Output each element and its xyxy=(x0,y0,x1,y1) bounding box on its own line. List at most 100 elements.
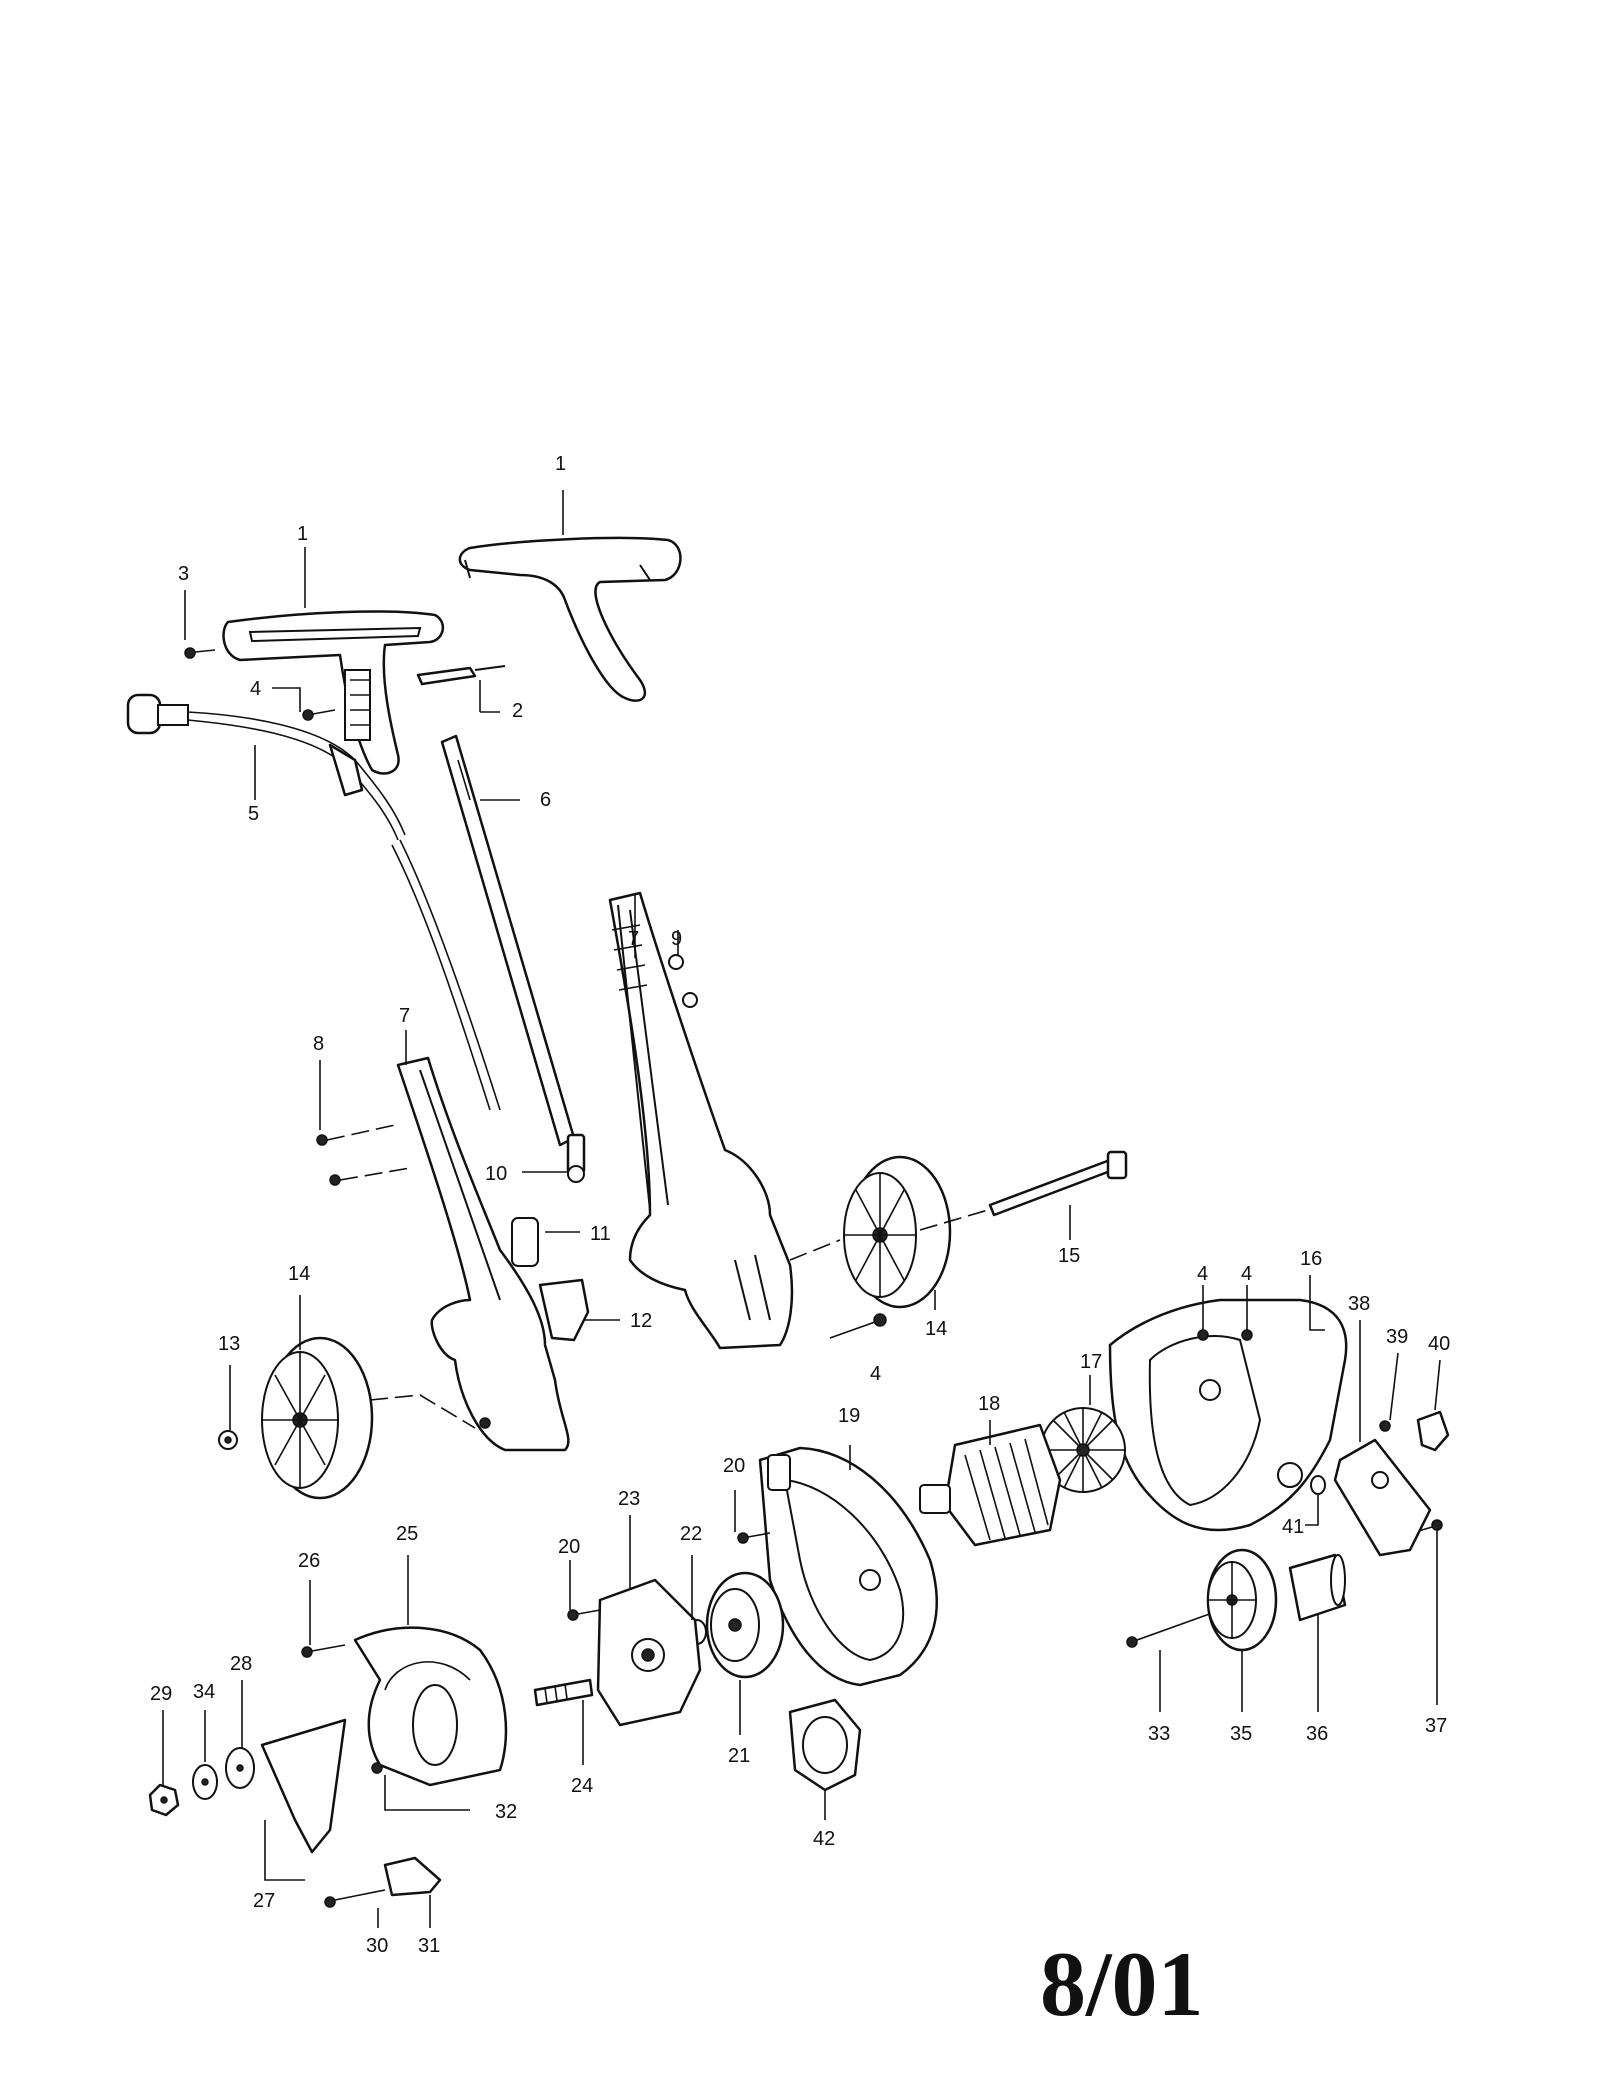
wheel-left-part xyxy=(261,1336,476,1500)
callout-7-left: 7 xyxy=(399,1005,410,1027)
gasket-part xyxy=(788,1698,862,1792)
washer-28-part xyxy=(225,1747,255,1789)
screw-4-part xyxy=(302,709,336,721)
callout-17: 17 xyxy=(1080,1351,1102,1373)
handle-front-part xyxy=(222,610,445,775)
nut-9-part xyxy=(668,954,698,1008)
callout-leaders xyxy=(162,490,1441,1928)
screw-20-lower-part xyxy=(567,1609,601,1621)
knob-40-part xyxy=(1416,1410,1450,1452)
callout-19: 19 xyxy=(838,1405,860,1427)
callout-31: 31 xyxy=(418,1935,440,1957)
callout-7-right: 7 xyxy=(628,928,639,950)
motor-armature-part xyxy=(919,1423,1062,1547)
shaft-part xyxy=(533,1678,594,1707)
screw-4-housing-b-part xyxy=(1241,1329,1253,1341)
bracket-38-part xyxy=(1333,1438,1432,1557)
bolt-8-upper-part xyxy=(316,1124,396,1146)
callout-20-upper: 20 xyxy=(723,1455,745,1477)
latch-part xyxy=(538,1278,590,1342)
callout-4-frame: 4 xyxy=(870,1363,881,1385)
callout-13: 13 xyxy=(218,1333,240,1355)
callout-4-handle: 4 xyxy=(250,678,261,700)
callout-40: 40 xyxy=(1428,1333,1450,1355)
bolt-4-frame-part xyxy=(829,1313,887,1339)
callout-20-lower: 20 xyxy=(558,1536,580,1558)
bolt-33-part xyxy=(1126,1611,1216,1648)
motor-housing-part xyxy=(1108,1298,1348,1532)
right-frame-part xyxy=(608,891,794,1350)
callout-15: 15 xyxy=(1058,1245,1080,1267)
callout-27: 27 xyxy=(253,1890,275,1912)
blade-part xyxy=(260,1718,347,1854)
date-stamp: 8/01 xyxy=(1040,1933,1204,2035)
callout-6: 6 xyxy=(540,789,551,811)
callout-4-housing-b: 4 xyxy=(1241,1263,1252,1285)
callout-4-housing-a: 4 xyxy=(1197,1263,1208,1285)
callout-32: 32 xyxy=(495,1801,517,1823)
callout-37: 37 xyxy=(1425,1715,1447,1737)
callout-25: 25 xyxy=(396,1523,418,1545)
spring-part xyxy=(511,1217,539,1267)
callout-29: 29 xyxy=(150,1683,172,1705)
callout-33: 33 xyxy=(1148,1723,1170,1745)
callout-41: 41 xyxy=(1282,1516,1304,1538)
callout-14-left: 14 xyxy=(288,1263,310,1285)
nut-13-part xyxy=(218,1430,238,1450)
callout-12: 12 xyxy=(630,1310,652,1332)
screw-20-upper-part xyxy=(737,1532,771,1544)
upper-tube-part xyxy=(440,734,576,1147)
callout-26: 26 xyxy=(298,1550,320,1572)
gear-housing-part xyxy=(758,1446,938,1687)
callout-8: 8 xyxy=(313,1033,324,1055)
callout-18: 18 xyxy=(978,1393,1000,1415)
washer-41-part xyxy=(1310,1475,1326,1495)
screw-4-housing-a-part xyxy=(1197,1329,1209,1341)
callout-42: 42 xyxy=(813,1828,835,1850)
callout-24: 24 xyxy=(571,1775,593,1797)
callout-1-front: 1 xyxy=(297,523,308,545)
callout-39: 39 xyxy=(1386,1326,1408,1348)
clip-part xyxy=(566,1133,586,1183)
screw-32-part xyxy=(371,1762,383,1774)
callout-9: 9 xyxy=(671,928,682,950)
callout-14-right: 14 xyxy=(925,1318,947,1340)
callout-11: 11 xyxy=(590,1223,611,1245)
bracket-31-part xyxy=(383,1856,442,1897)
callout-34: 34 xyxy=(193,1681,215,1703)
callout-30: 30 xyxy=(366,1935,388,1957)
callout-21: 21 xyxy=(728,1745,750,1767)
washer-34-part xyxy=(192,1764,218,1800)
axle-part xyxy=(919,1150,1128,1231)
callout-38: 38 xyxy=(1348,1293,1370,1315)
gear-cover-part xyxy=(596,1578,702,1727)
bolt-8-lower-part xyxy=(329,1167,411,1186)
handle-top-part xyxy=(458,536,682,702)
rear-wheel-part xyxy=(1206,1548,1278,1652)
screw-3-part xyxy=(184,647,216,659)
switch-part xyxy=(416,665,506,686)
callout-numbers: 1 1 2 3 4 4 4 4 5 6 7 7 8 9 10 11 12 13 … xyxy=(150,453,1450,1957)
nut-29-part xyxy=(148,1783,180,1817)
callout-16: 16 xyxy=(1300,1248,1322,1270)
callout-35: 35 xyxy=(1230,1723,1252,1745)
wheel-right-part xyxy=(789,1155,952,1309)
screw-26-part xyxy=(301,1644,346,1658)
callout-1-top: 1 xyxy=(555,453,566,475)
callout-36: 36 xyxy=(1306,1723,1328,1745)
gear-part xyxy=(705,1571,785,1679)
callout-2: 2 xyxy=(512,700,523,722)
bolt-30-part xyxy=(324,1889,386,1908)
cord-part xyxy=(126,693,501,1111)
blade-guard-part xyxy=(353,1626,508,1787)
callout-10: 10 xyxy=(485,1163,507,1185)
callout-3: 3 xyxy=(178,563,189,585)
callout-28: 28 xyxy=(230,1653,252,1675)
spacer-36-part xyxy=(1288,1553,1347,1622)
screw-39-part xyxy=(1379,1420,1391,1432)
left-frame-part xyxy=(396,1056,570,1452)
callout-22: 22 xyxy=(680,1523,702,1545)
callout-23: 23 xyxy=(618,1488,640,1510)
callout-5: 5 xyxy=(248,803,259,825)
